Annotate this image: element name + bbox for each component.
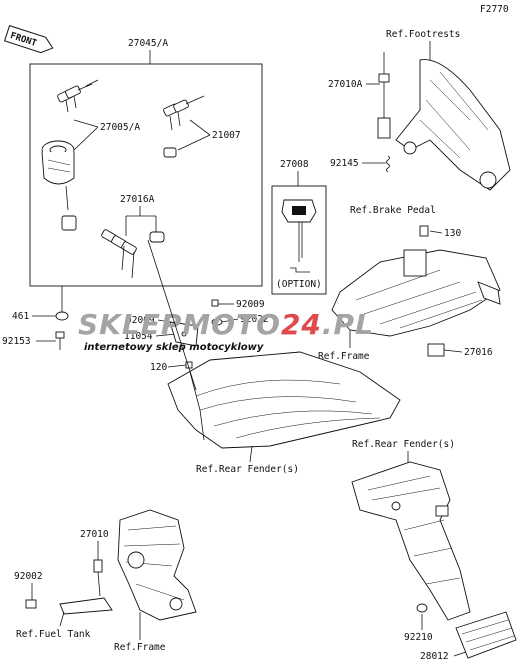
part-28012: 28012: [420, 651, 449, 662]
bolt-icon: [25, 599, 37, 609]
part-461: 461: [12, 311, 29, 322]
ref-frame-upper: Ref.Frame: [318, 351, 370, 362]
ref-brake-pedal: Ref.Brake Pedal: [350, 205, 436, 216]
footrest-bracket-icon: [395, 59, 511, 191]
kit-box: 27045/A: [29, 38, 263, 287]
ref-rear-fender-upper: Ref.Rear Fender(s): [352, 439, 455, 450]
part-120: 120: [150, 362, 167, 373]
license-lamp-icon: [455, 611, 517, 659]
ref-fuel-tank: Ref.Fuel Tank: [16, 629, 91, 640]
ref-rear-fender-lower: Ref.Rear Fender(s): [196, 464, 299, 475]
part-27010a: 27010A: [328, 79, 363, 90]
part-27016a: 27016A: [120, 194, 155, 205]
ignition-switch-icon: [41, 140, 77, 231]
washer-icon: [55, 311, 69, 321]
front-badge: FRONT: [3, 24, 54, 54]
part-92145: 92145: [330, 158, 359, 169]
rear-brake-switch-icon: [93, 559, 103, 597]
watermark: SKLEPMOTO24.PL internetowy sklep motocyk…: [78, 308, 374, 353]
part-27016: 27016: [464, 347, 493, 358]
part-27010: 27010: [80, 529, 109, 540]
key-pair-icon: [163, 95, 205, 158]
part-92210: 92210: [404, 632, 433, 643]
rear-fender-flap-icon: [351, 461, 471, 621]
frame-footrest-mount-icon: [59, 509, 197, 621]
watermark-title-part3: 24: [281, 308, 322, 341]
part-11054: 11054: [124, 331, 153, 342]
part-21007: 21007: [212, 130, 241, 141]
watermark-title-part2: MOTO: [182, 308, 281, 341]
part-27008: 27008: [280, 159, 309, 170]
watermark-title-part4: .PL: [322, 308, 374, 341]
key-pair-icon: [57, 79, 99, 113]
rear-fender-tray-icon: [147, 239, 401, 449]
kit-box-label: 27045/A: [128, 38, 168, 49]
part-27005a: 27005/A: [100, 122, 140, 133]
watermark-subtitle: internetowy sklep motocyklowy: [84, 342, 264, 353]
part-92022: 92022: [240, 314, 269, 325]
frame-subframe-icon: [331, 225, 501, 357]
svg-text:SKLEPMOTO24.PL: SKLEPMOTO24.PL: [78, 308, 374, 341]
option-label: (OPTION): [276, 279, 322, 290]
spring-icon: [386, 155, 390, 173]
bracket-icon: [169, 321, 199, 347]
part-92009-b: 92009: [126, 315, 155, 326]
figure-code: F2770: [480, 4, 509, 15]
ref-frame-lower: Ref.Frame: [114, 642, 166, 653]
ref-footrests: Ref.Footrests: [386, 29, 460, 40]
part-92002: 92002: [14, 571, 43, 582]
key-set-icon: [101, 229, 165, 279]
key-icon: [281, 199, 317, 273]
screw-icon: [211, 299, 219, 307]
part-130: 130: [444, 228, 461, 239]
watermark-title-part1: SKLEP: [78, 308, 182, 341]
part-92009-a: 92009: [236, 299, 265, 310]
washer-icon: [211, 318, 223, 326]
part-92153: 92153: [2, 336, 31, 347]
option-box: [271, 185, 327, 295]
bolt-icon: [55, 331, 65, 350]
nut-icon: [416, 603, 428, 613]
brake-switch-icon: [377, 52, 391, 139]
